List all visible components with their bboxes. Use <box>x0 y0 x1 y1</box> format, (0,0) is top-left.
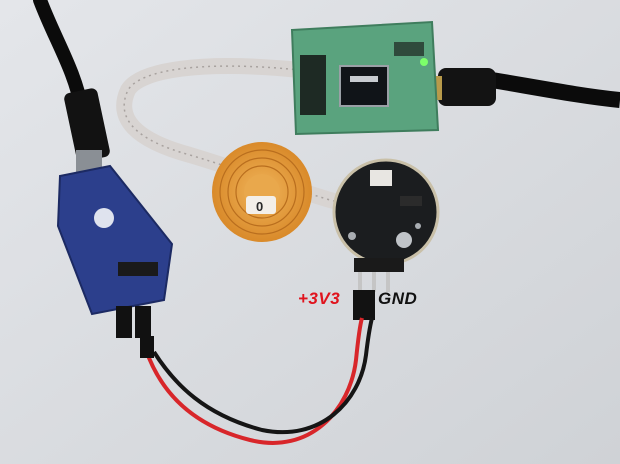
gnd-label: GND <box>378 289 418 308</box>
adapter-board <box>56 164 174 338</box>
sensor-board <box>332 158 440 292</box>
programmer-board <box>290 20 440 136</box>
header-connector <box>353 290 375 320</box>
vcc-label: +3V3 <box>298 289 341 308</box>
wire-black <box>152 317 374 435</box>
status-led <box>420 58 428 66</box>
coil-marking: 0 <box>256 199 263 214</box>
nfc-coil: 0 <box>212 142 312 242</box>
wire-red <box>144 317 364 445</box>
usb-cable-left <box>33 0 110 172</box>
